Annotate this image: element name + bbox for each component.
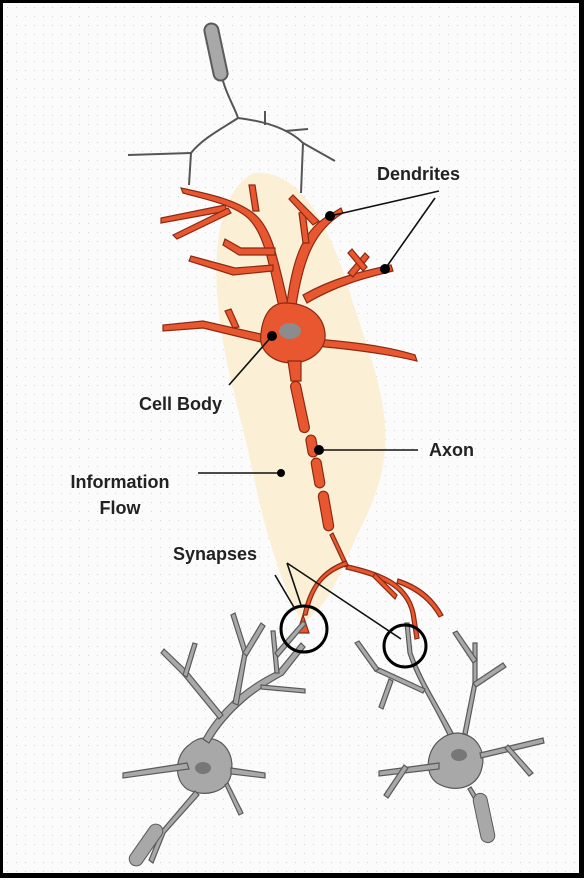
downstream-left-nucleus xyxy=(195,762,211,774)
label-cell-body: Cell Body xyxy=(139,393,222,415)
label-information-flow-line2: Flow xyxy=(53,497,187,519)
label-information-flow-line1: Information xyxy=(53,471,187,493)
label-axon: Axon xyxy=(429,439,474,461)
downstream-right-nucleus xyxy=(451,749,467,761)
downstream-neuron-left xyxy=(123,613,306,863)
label-dendrites: Dendrites xyxy=(377,163,460,185)
upstream-neuron xyxy=(128,22,335,193)
neuron-illustration xyxy=(3,3,584,881)
downstream-right-axon xyxy=(472,792,496,844)
nucleus xyxy=(279,323,301,339)
label-synapses: Synapses xyxy=(173,543,257,565)
